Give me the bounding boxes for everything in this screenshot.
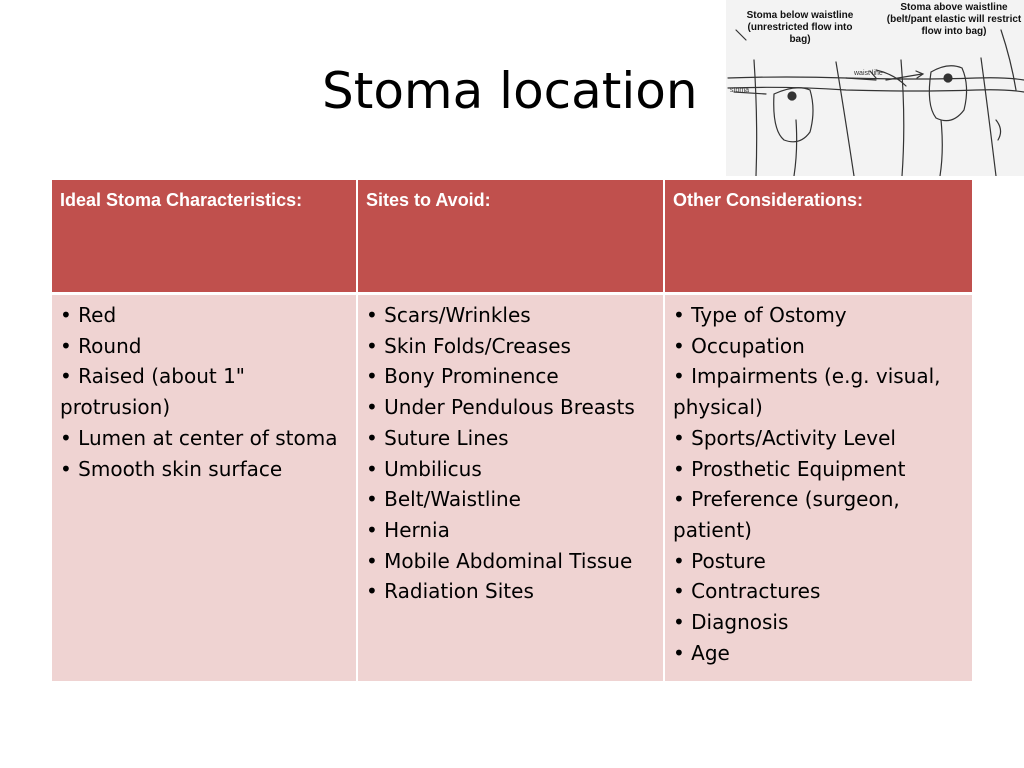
list-item: • Type of Ostomy: [673, 303, 847, 327]
stoma-label: stoma: [730, 87, 749, 94]
waistline-label: waist line: [853, 70, 883, 77]
ideal-characteristics-cell: • Red • Round • Raised (about 1" protrus…: [52, 293, 358, 681]
list-item: • Sports/Activity Level: [673, 425, 896, 450]
caption-above-waistline: Stoma above waistline (belt/pant elastic…: [886, 2, 1022, 37]
stoma-considerations-table: Ideal Stoma Characteristics: Sites to Av…: [52, 180, 972, 681]
slide-title: Stoma location: [322, 62, 698, 120]
list-item: • Round: [60, 333, 142, 358]
list-item: • Mobile Abdominal Tissue: [366, 548, 633, 573]
stoma-diagram-image: stoma waist line Stoma below waistline (…: [726, 0, 1024, 176]
list-item: • Bony Prominence: [366, 364, 559, 389]
list-item: • Prosthetic Equipment: [673, 456, 906, 481]
sites-to-avoid-list: • Scars/Wrinkles • Skin Folds/Creases • …: [366, 300, 655, 607]
sites-to-avoid-cell: • Scars/Wrinkles • Skin Folds/Creases • …: [356, 293, 665, 681]
list-item: • Diagnosis: [673, 610, 789, 635]
other-considerations-list: • Type of Ostomy • Occupation • Impairme…: [673, 300, 964, 668]
stoma-sketch-drawing: stoma waist line: [727, 29, 1024, 176]
list-item: • Hernia: [366, 517, 450, 542]
header-other-considerations: Other Considerations:: [663, 180, 972, 295]
table-row: • Red • Round • Raised (about 1" protrus…: [52, 293, 972, 681]
ideal-characteristics-list: • Red • Round • Raised (about 1" protrus…: [60, 300, 348, 484]
list-item: • Posture: [673, 548, 766, 573]
list-item: • Preference (surgeon, patient): [673, 487, 900, 542]
list-item: • Age: [673, 640, 730, 665]
header-ideal-characteristics: Ideal Stoma Characteristics:: [52, 180, 358, 295]
list-item: • Suture Lines: [366, 425, 509, 450]
other-considerations-cell: • Type of Ostomy • Occupation • Impairme…: [663, 293, 972, 681]
list-item: • Skin Folds/Creases: [366, 333, 571, 358]
header-sites-to-avoid: Sites to Avoid:: [356, 180, 665, 295]
list-item: • Raised (about 1" protrusion): [60, 364, 245, 420]
list-item: • Belt/Waistline: [366, 487, 521, 512]
list-item: • Impairments (e.g. visual, physical): [673, 364, 941, 420]
list-item: • Under Pendulous Breasts: [366, 395, 635, 420]
list-item: • Umbilicus: [366, 456, 482, 481]
list-item: • Smooth skin surface: [60, 456, 283, 481]
list-item: • Occupation: [673, 333, 805, 358]
list-item: • Lumen at center of stoma: [60, 425, 338, 450]
list-item: • Contractures: [673, 579, 821, 604]
table-header-row: Ideal Stoma Characteristics: Sites to Av…: [52, 180, 972, 295]
list-item: • Red: [60, 303, 117, 327]
list-item: • Radiation Sites: [366, 579, 534, 604]
list-item: • Scars/Wrinkles: [366, 303, 531, 327]
caption-below-waistline: Stoma below waistline (unrestricted flow…: [746, 10, 854, 45]
